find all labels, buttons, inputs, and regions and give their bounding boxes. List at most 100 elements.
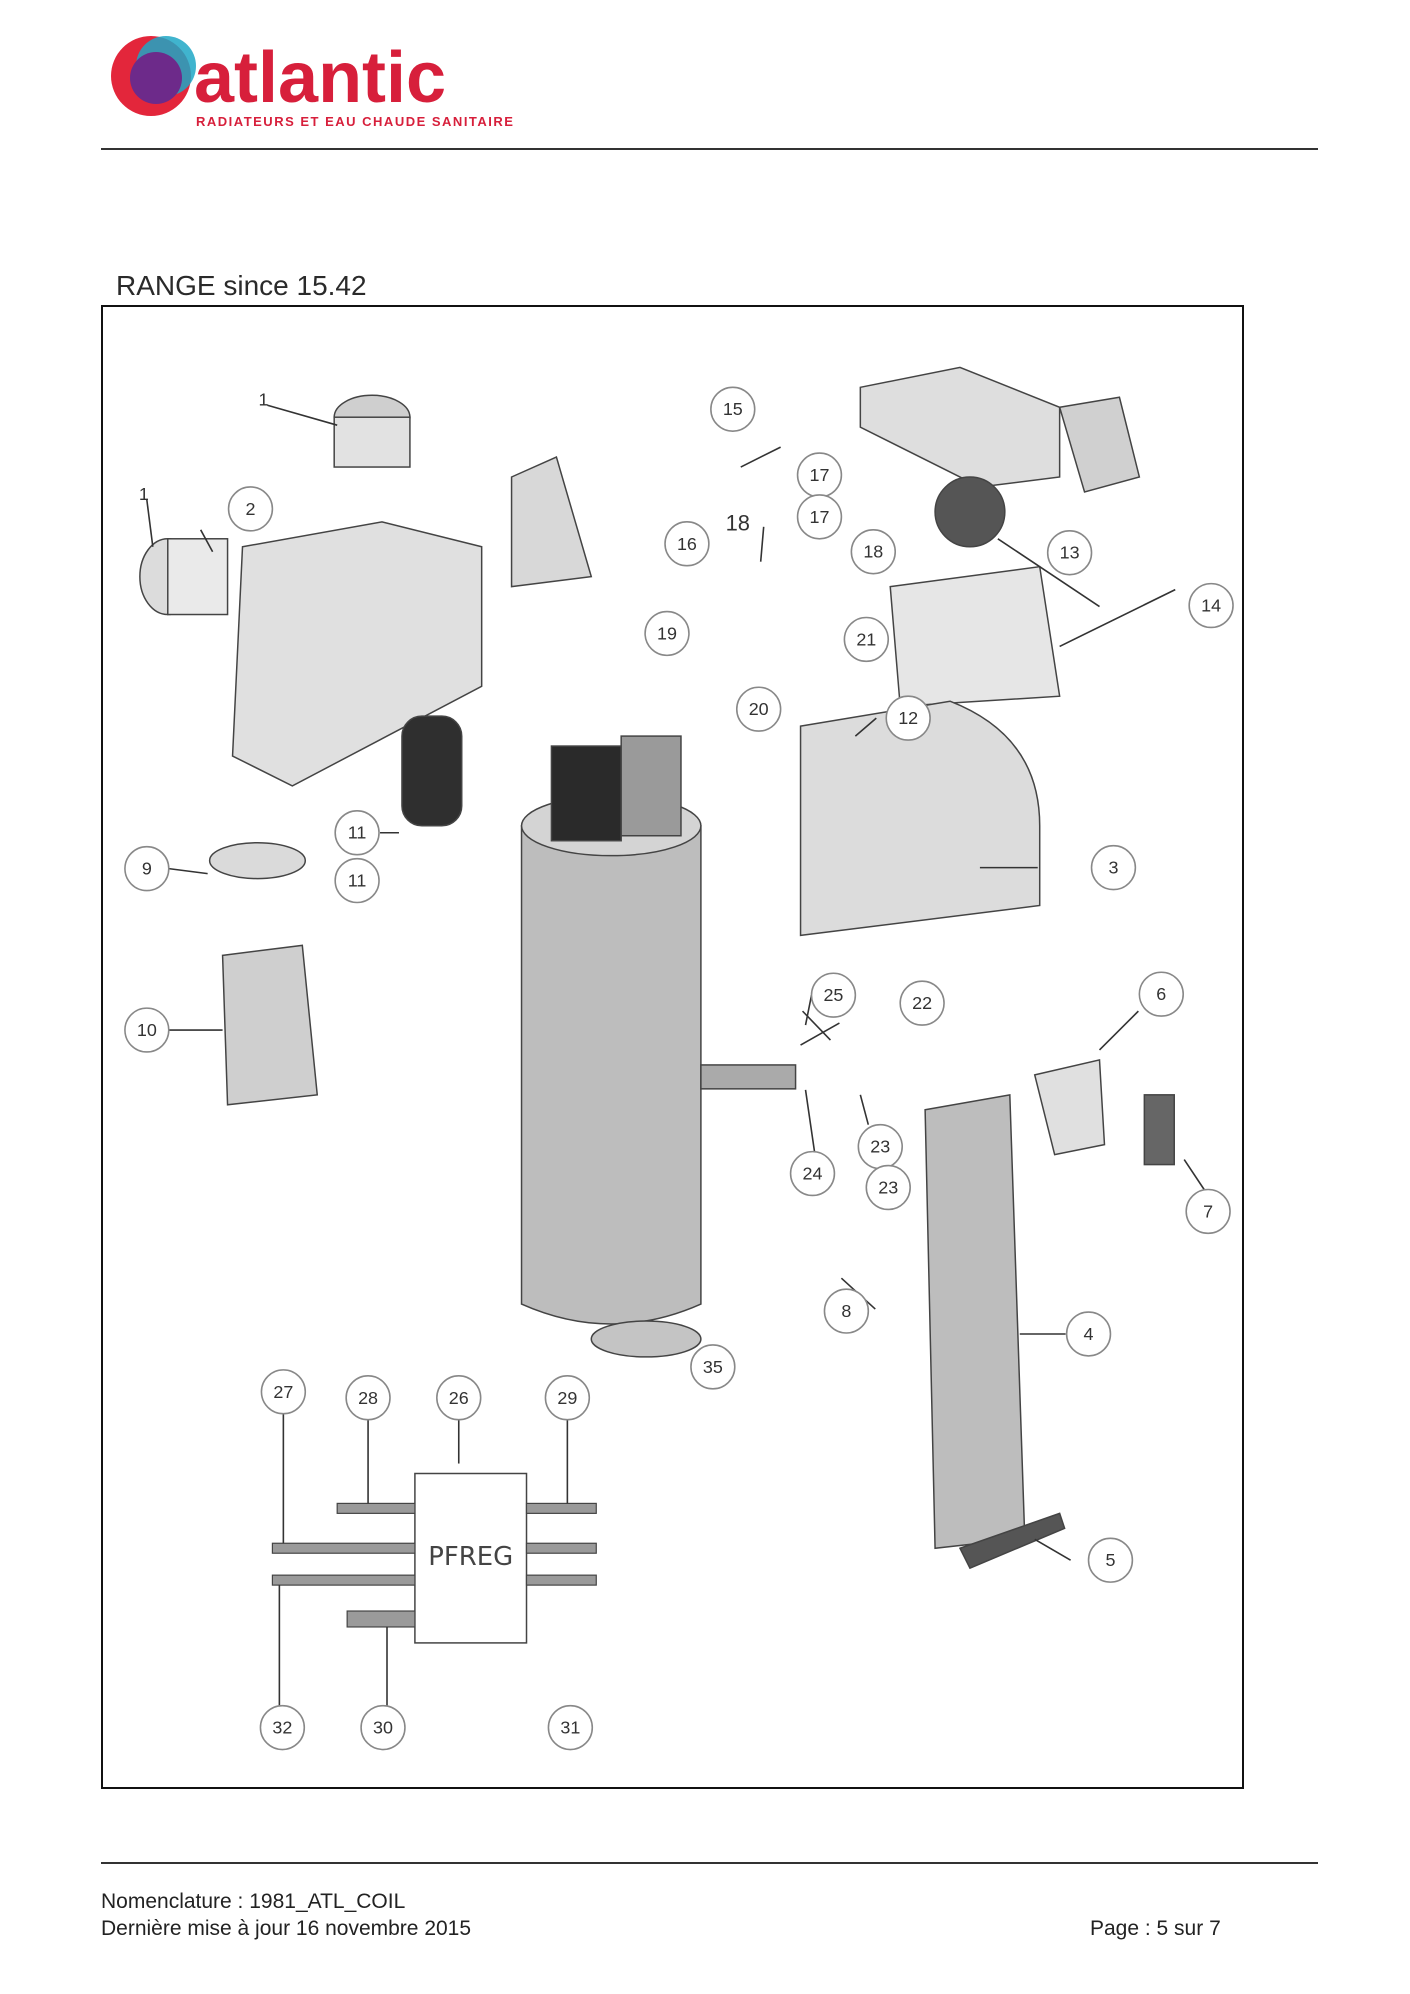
callout-9: 9	[124, 845, 170, 892]
svg-text:8: 8	[841, 1301, 851, 1321]
callout-30: 30	[360, 1704, 406, 1751]
compressor	[401, 715, 463, 827]
pfreg-cables	[271, 1502, 597, 1628]
heating-element	[700, 1064, 797, 1090]
atlantic-logo-graphic: atlantic RADIATEURS ET EAU CHAUDE SANITA…	[111, 36, 514, 129]
callout-6: 6	[1138, 971, 1185, 1017]
callout-2: 2	[227, 486, 274, 532]
callout-24: 24	[789, 1150, 836, 1197]
svg-text:14: 14	[1201, 596, 1221, 616]
callout-11a: 11	[334, 810, 380, 856]
callout-26: 26	[436, 1375, 482, 1421]
svg-text:20: 20	[749, 699, 769, 719]
exploded-diagram-graphic: PFREG	[124, 366, 1234, 1751]
callout-8: 8	[823, 1288, 870, 1334]
front-cover	[799, 700, 1041, 937]
callout-12: 12	[885, 695, 931, 741]
svg-text:18: 18	[863, 542, 883, 562]
svg-text:17: 17	[810, 465, 830, 485]
footer-divider	[101, 1862, 1318, 1864]
callout-4: 4	[1065, 1311, 1112, 1357]
footer-update-date: Dernière mise à jour 16 novembre 2015	[101, 1917, 472, 1940]
callout-20: 20	[735, 686, 782, 732]
fan-housing	[889, 565, 1061, 707]
footer-nomenclature: Nomenclature : 1981_ATL_COIL	[101, 1890, 406, 1913]
svg-text:31: 31	[560, 1718, 580, 1738]
callout-35: 35	[690, 1344, 736, 1390]
control-panel	[1143, 1094, 1175, 1166]
brand-name: atlantic	[194, 38, 446, 118]
svg-text:23: 23	[870, 1137, 890, 1157]
svg-text:29: 29	[557, 1388, 577, 1408]
callout-11b: 11	[334, 857, 380, 904]
svg-text:30: 30	[373, 1718, 393, 1738]
svg-text:11: 11	[348, 871, 367, 891]
svg-text:26: 26	[449, 1388, 469, 1408]
leader-lines	[146, 404, 1205, 1712]
callout-18a: 18	[726, 510, 750, 535]
pfreg-module	[414, 1472, 528, 1644]
svg-text:17: 17	[810, 507, 830, 527]
svg-text:23: 23	[878, 1178, 898, 1198]
pfreg-label: PFREG	[428, 1542, 513, 1572]
base-plate	[208, 841, 307, 880]
svg-text:1: 1	[258, 389, 268, 409]
callout-10: 10	[124, 1007, 170, 1053]
svg-text:12: 12	[898, 708, 918, 728]
callout-17b: 17	[796, 494, 843, 540]
callout-17a: 17	[796, 452, 843, 498]
svg-text:13: 13	[1060, 543, 1080, 563]
callout-22: 22	[899, 980, 945, 1026]
callout-32: 32	[259, 1704, 306, 1751]
exploded-diagram: PFREG	[101, 305, 1244, 1789]
svg-text:3: 3	[1108, 858, 1118, 878]
callout-18b: 18	[850, 529, 897, 575]
atlantic-logo: atlantic RADIATEURS ET EAU CHAUDE SANITA…	[96, 26, 516, 131]
callout-23b: 23	[865, 1164, 911, 1211]
callout-31: 31	[547, 1704, 594, 1751]
brand-tagline: RADIATEURS ET EAU CHAUDE SANITAIRE	[196, 114, 514, 129]
callout-29: 29	[544, 1375, 591, 1421]
svg-text:19: 19	[657, 623, 677, 643]
inner-panel	[221, 944, 319, 1106]
svg-text:10: 10	[137, 1020, 157, 1040]
duct-ring-parts	[139, 394, 411, 616]
callout-21: 21	[843, 616, 890, 663]
front-panel	[924, 1093, 1026, 1550]
svg-text:22: 22	[912, 993, 932, 1013]
callout-7: 7	[1185, 1188, 1231, 1235]
callout-25: 25	[810, 972, 857, 1018]
callout-15: 15	[710, 386, 756, 432]
section-title: RANGE since 15.42	[116, 270, 367, 301]
svg-text:15: 15	[723, 399, 743, 419]
svg-text:5: 5	[1105, 1550, 1115, 1570]
callout-28: 28	[345, 1375, 391, 1421]
air-duct	[510, 456, 593, 588]
svg-text:35: 35	[703, 1357, 723, 1377]
top-cover	[859, 366, 1061, 488]
svg-text:4: 4	[1084, 1324, 1094, 1344]
svg-text:7: 7	[1203, 1201, 1213, 1221]
side-bracket	[1058, 396, 1141, 493]
callout-5: 5	[1087, 1537, 1134, 1583]
callout-23a: 23	[857, 1123, 903, 1170]
callout-27: 27	[260, 1369, 307, 1415]
bottom-trim	[958, 1512, 1066, 1570]
svg-text:1: 1	[139, 484, 149, 504]
tank	[520, 735, 702, 1358]
callout-1b: 1	[139, 484, 149, 504]
svg-text:18: 18	[726, 510, 750, 535]
upper-shell	[231, 521, 483, 787]
svg-text:28: 28	[358, 1388, 378, 1408]
callout-14: 14	[1188, 582, 1234, 629]
callout-1a: 1	[258, 389, 268, 409]
svg-text:21: 21	[856, 629, 876, 649]
svg-text:27: 27	[273, 1382, 293, 1402]
svg-text:9: 9	[142, 859, 152, 879]
control-frame	[1033, 1059, 1106, 1156]
header-divider	[101, 148, 1318, 150]
callout-16: 16	[664, 521, 710, 567]
svg-text:24: 24	[803, 1164, 823, 1184]
callout-19: 19	[644, 610, 690, 657]
svg-text:2: 2	[245, 499, 255, 519]
